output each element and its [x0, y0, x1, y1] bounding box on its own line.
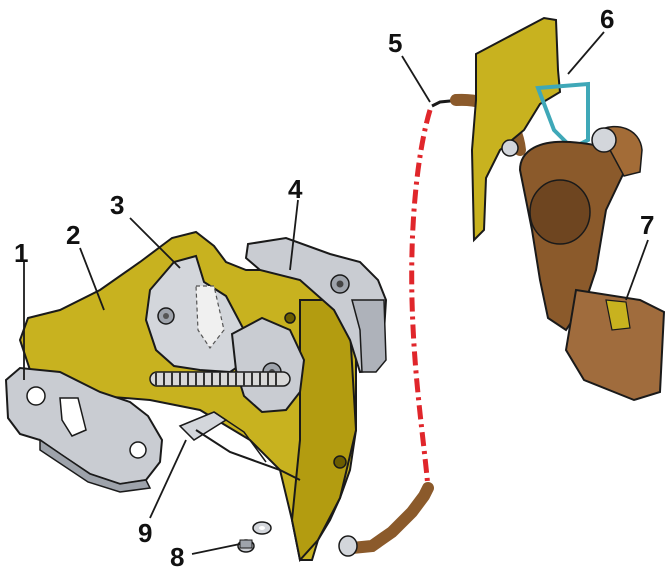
callout-4: 4 [288, 174, 303, 204]
callout-2: 2 [66, 220, 81, 250]
return-spring [149, 371, 291, 387]
leader-lines [23, 31, 649, 555]
callout-7: 7 [640, 210, 655, 240]
release-lever [244, 236, 388, 374]
safety-catch [178, 411, 301, 481]
callout-1: 1 [14, 238, 29, 268]
hook-lever [144, 254, 250, 374]
callout-3: 3 [110, 190, 125, 220]
bolt-washer [237, 521, 272, 553]
callout-8: 8 [170, 542, 185, 572]
callout-5: 5 [388, 28, 403, 58]
release-handle [518, 125, 666, 402]
callout-9: 9 [138, 518, 153, 548]
mounting-bracket [18, 230, 358, 563]
callout-6: 6 [600, 4, 615, 34]
latch-plate [4, 366, 164, 493]
